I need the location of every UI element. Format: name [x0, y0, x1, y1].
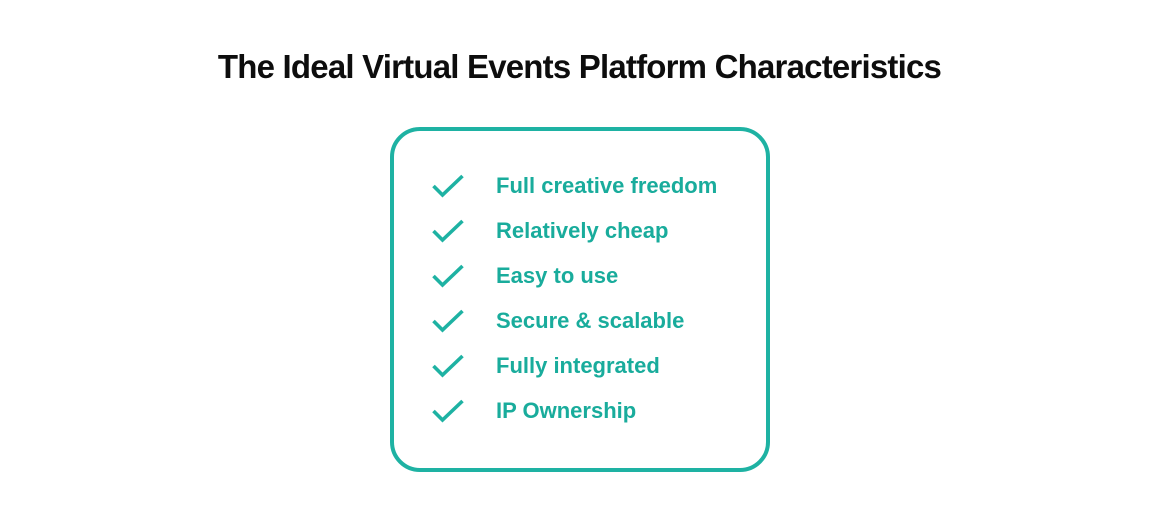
checklist-item-label: Fully integrated: [496, 352, 660, 378]
checklist-item: Full creative freedom: [430, 163, 756, 208]
checklist-item-label: Full creative freedom: [496, 172, 718, 198]
characteristics-card: Full creative freedom Relatively cheap E…: [390, 127, 770, 472]
check-icon: [430, 217, 466, 245]
checklist-item: IP Ownership: [430, 388, 756, 433]
check-icon: [430, 262, 466, 290]
checklist-item: Relatively cheap: [430, 208, 756, 253]
checklist-item-label: Relatively cheap: [496, 217, 669, 243]
check-icon: [430, 307, 466, 335]
check-icon: [430, 352, 466, 380]
page-title: The Ideal Virtual Events Platform Charac…: [217, 48, 942, 85]
checklist-item: Secure & scalable: [430, 298, 756, 343]
checklist-item-label: Easy to use: [496, 262, 619, 288]
check-icon: [430, 172, 466, 200]
checklist-item-label: Secure & scalable: [496, 307, 685, 333]
checklist-item: Fully integrated: [430, 343, 756, 388]
check-icon: [430, 397, 466, 425]
checklist-item: Easy to use: [430, 253, 756, 298]
checklist: Full creative freedom Relatively cheap E…: [394, 131, 766, 433]
checklist-item-label: IP Ownership: [496, 397, 637, 423]
